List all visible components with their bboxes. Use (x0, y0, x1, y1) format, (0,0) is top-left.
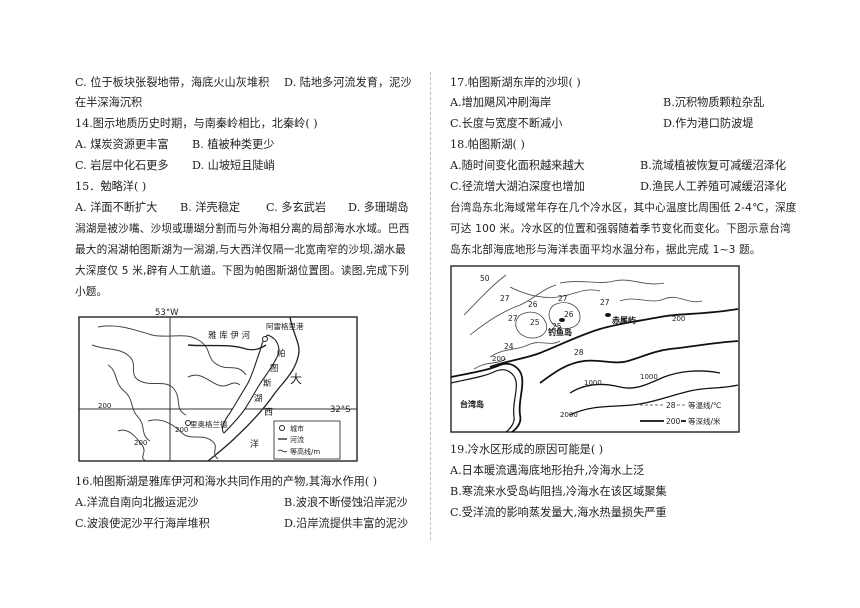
lake-char-2: 图 (270, 364, 279, 374)
lake-char-1: 帕 (277, 348, 286, 359)
legend-river: 河流 (290, 435, 304, 444)
q15-option-d: D. 多珊瑚岛 (348, 201, 409, 214)
q16-option-b: B.波浪不断侵蚀沿岸泥沙 (284, 496, 408, 509)
ocean-char-2: 西 (264, 407, 273, 418)
depth-200-a: 200 (492, 355, 505, 363)
q17-option-d: D.作为港口防波堤 (663, 117, 754, 130)
q17-option-b: B.沉积物质颗粒杂乱 (663, 96, 765, 109)
iso-50: 50 (480, 274, 490, 283)
depth-200-b: 200 (672, 315, 685, 323)
q19-stem: 19.冷水区形成的原因可能是( ) (450, 443, 604, 456)
q15-option-b: B. 洋壳稳定 (180, 201, 241, 214)
q15-stem: 15．勉略洋( ) (75, 180, 147, 193)
city-rio-grande: 里奥格兰德 (190, 419, 228, 429)
q17-stem: 17.帕图斯湖东岸的沙坝( ) (450, 76, 581, 89)
iso-27-c: 27 (508, 314, 518, 323)
passage-line-4: 小题。 (75, 286, 108, 298)
legend-temp-text: 等温线/℃ (688, 400, 721, 410)
q13-option-d: D. 陆地多河流发育，泥沙 (284, 76, 412, 89)
q14-stem: 14.图示地质历史时期，与南秦岭相比，北秦岭( ) (75, 117, 318, 130)
iso-26-a: 26 (528, 300, 538, 309)
q16-option-d: D.沿岸流提供丰富的泥沙 (284, 517, 409, 530)
depth-1000-a: 1000 (584, 379, 602, 387)
legend-depth-text: 等深线/米 (688, 416, 721, 426)
iso-26-b: 26 (564, 310, 574, 319)
q16-option-c: C.波浪使泥沙平行海岸堆积 (75, 517, 210, 530)
taiwan-ne-map: 50 27 26 27 25 27 26 25 24 27 28 200 200… (450, 265, 740, 433)
passage-line-2: 最大的潟湖帕图斯湖为一潟湖,与大西洋仅隔一北宽南窄的沙坝,湖水最 (75, 244, 406, 256)
legend-city: 城市 (290, 424, 304, 433)
q19-option-c: C.受洋流的影响蒸发量大,海水热量损失严重 (450, 506, 667, 519)
q19-option-a: A.日本暖流遇海底地形抬升,冷海水上泛 (450, 464, 645, 477)
legend-depth-value: 200 (666, 417, 681, 426)
q14-option-c: C. 岩层中化石更多 (75, 159, 169, 172)
passage2-line-2: 可达 100 米。冷水区的位置和强弱随着季节变化而变化。下图示意台湾 (450, 223, 791, 235)
q15-option-c: C. 多玄武岩 (266, 201, 327, 214)
q18-stem: 18.帕图斯湖( ) (450, 138, 525, 151)
depth-2000: 2000 (560, 411, 578, 419)
passage-line-3: 大深度仅 5 米,辟有人工航道。下图为帕图斯湖位置图。读图,完成下列 (75, 265, 410, 277)
q19-option-b: B.寒流来水受岛屿阻挡,冷海水在该区域聚集 (450, 485, 667, 498)
legend-contour: 等高线/m (290, 447, 320, 456)
contour-label-1: 200 (98, 402, 111, 410)
passage2-line-3: 岛东北部海底地形与海洋表面平均水温分布，据此完成 1~3 题。 (450, 244, 761, 256)
depth-1000-b: 1000 (640, 373, 658, 381)
q16-stem: 16.帕图斯湖是雅库伊河和海水共同作用的产物,其海水作用( ) (75, 475, 378, 488)
passage-line-1: 潟湖是被沙嘴、沙坝或珊瑚分割而与外海相分离的局部海水水域。巴西 (75, 223, 410, 235)
iso-27-d: 27 (600, 298, 610, 307)
city-porto-alegre: 阿雷格里港 (266, 321, 304, 331)
contour-label-2: 200 (134, 439, 147, 447)
latitude-label: 32°S (330, 405, 350, 415)
q17-option-c: C.长度与宽度不断减小 (450, 117, 563, 130)
q14-option-d: D. 山坡短且陡峭 (192, 159, 275, 172)
patos-lagoon-map: 53°W 32°S 200 200 200 雅 库 伊 河 阿雷格里港 帕 图 … (78, 308, 358, 462)
q15-option-a: A. 洋面不断扩大 (75, 201, 158, 214)
lake-char-4: 湖 (254, 394, 263, 404)
diaoyu-island-label: 钓鱼岛 (548, 327, 572, 337)
iso-24: 24 (504, 342, 514, 351)
q13-option-c: C. 位于板块张裂地带，海底火山灰堆积 (75, 76, 270, 89)
contour-label-3: 200 (175, 426, 188, 434)
ocean-char-1: 大 (290, 372, 302, 386)
q18-option-a: A.随时间变化面积越来越大 (450, 159, 585, 172)
q14-option-a: A. 煤炭资源更丰富 (75, 138, 169, 151)
iso-27-b: 27 (558, 294, 568, 303)
q18-option-b: B.流域植被恢复可减缓沼泽化 (640, 159, 787, 172)
chiwei-islet-label: 赤尾屿 (612, 315, 636, 325)
iso-28: 28 (574, 348, 584, 357)
q18-option-d: D.渔民人工养殖可减缓沼泽化 (640, 180, 787, 193)
q18-option-c: C.径流增大湖泊深度也增加 (450, 180, 585, 193)
taiwan-island-label: 台湾岛 (460, 399, 484, 409)
iso-25-b: 25 (552, 322, 562, 331)
passage2-line-1: 台湾岛东北海域常年存在几个冷水区，其中心温度比周围低 2-4℃，深度 (450, 202, 797, 214)
ocean-char-3: 洋 (250, 438, 259, 450)
q14-option-b: B. 植被种类更少 (192, 138, 275, 151)
river-name: 雅 库 伊 河 (208, 330, 251, 341)
q16-option-a: A.洋流自南向北搬运泥沙 (75, 496, 199, 509)
q17-option-a: A.增加飓风冲刷海岸 (450, 96, 552, 109)
iso-27-a: 27 (500, 294, 510, 303)
column-divider (430, 72, 431, 540)
lake-char-3: 斯 (263, 378, 272, 389)
q13-option-d-cont: 在半深海沉积 (75, 96, 143, 109)
legend-temp-value: 28 (666, 401, 676, 410)
iso-25-a: 25 (530, 318, 540, 327)
longitude-label: 53°W (155, 308, 179, 318)
